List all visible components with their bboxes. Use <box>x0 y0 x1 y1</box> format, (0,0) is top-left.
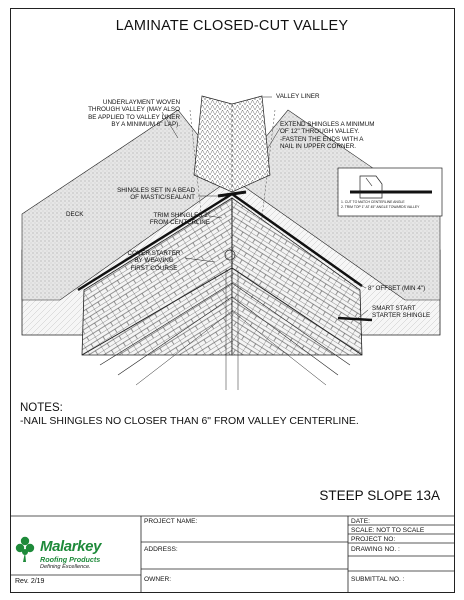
tb-project-name: PROJECT NAME: <box>144 518 198 525</box>
tb-date: DATE: <box>351 518 370 525</box>
label-valley-liner: VALLEY LINER <box>276 93 320 100</box>
starter-left <box>77 192 233 292</box>
inset-note-1: 1. CUT TO MATCH CENTERLINE ANGLE <box>341 200 405 204</box>
inset-note-2: 2. TRIM TOP 1" AT 45° ANGLE TOWARDS VALL… <box>341 205 420 209</box>
logo-wordmark: Malarkey <box>40 538 102 555</box>
label-deck: DECK <box>66 211 84 218</box>
revision-label: Rev. 2/19 <box>15 578 45 585</box>
sheet-id: STEEP SLOPE 13A <box>319 488 440 503</box>
tb-drawing-no: DRAWING NO. : <box>351 546 400 553</box>
label-mastic: SHINGLES SET IN A BEAD OF MASTIC/SEALANT <box>117 187 195 202</box>
underlayment-left <box>21 109 233 301</box>
tb-scale: SCALE: NOT TO SCALE <box>351 527 425 534</box>
notes-line-1: -NAIL SHINGLES NO CLOSER THAN 6" FROM VA… <box>20 415 359 427</box>
label-underlayment: UNDERLAYMENT WOVEN THROUGH VALLEY (MAY A… <box>88 99 180 129</box>
tb-project-no: PROJECT NO: <box>351 536 396 543</box>
starter-right <box>231 192 363 288</box>
label-cover-starter: COVER STARTER BY WEAVING FIRST COURSE <box>127 250 181 272</box>
label-smart-start: SMART START STARTER SHINGLE <box>372 305 431 320</box>
label-extend-shingles: EXTEND SHINGLES A MINIMUM OF 12" THROUGH… <box>280 121 375 151</box>
label-offset: 8" OFFSET (MIN 4") <box>368 285 426 292</box>
label-trim-shingles: TRIM SHINGLES 2" FROM CENTERLINE <box>149 212 210 227</box>
notes-heading: NOTES: <box>20 402 63 414</box>
tb-owner: OWNER: <box>144 576 172 583</box>
leader-lines <box>161 96 369 319</box>
underlayment-right <box>231 109 441 301</box>
logo-tagline: Defining Excellence. <box>40 564 91 570</box>
drawing-sheet-border <box>10 8 455 593</box>
tb-address: ADDRESS: <box>144 546 178 553</box>
logo-subtitle: Roofing Products <box>40 555 101 564</box>
tb-submittal-no: SUBMITTAL NO. : <box>351 576 405 583</box>
drawing-title: LAMINATE CLOSED-CUT VALLEY <box>115 18 349 34</box>
